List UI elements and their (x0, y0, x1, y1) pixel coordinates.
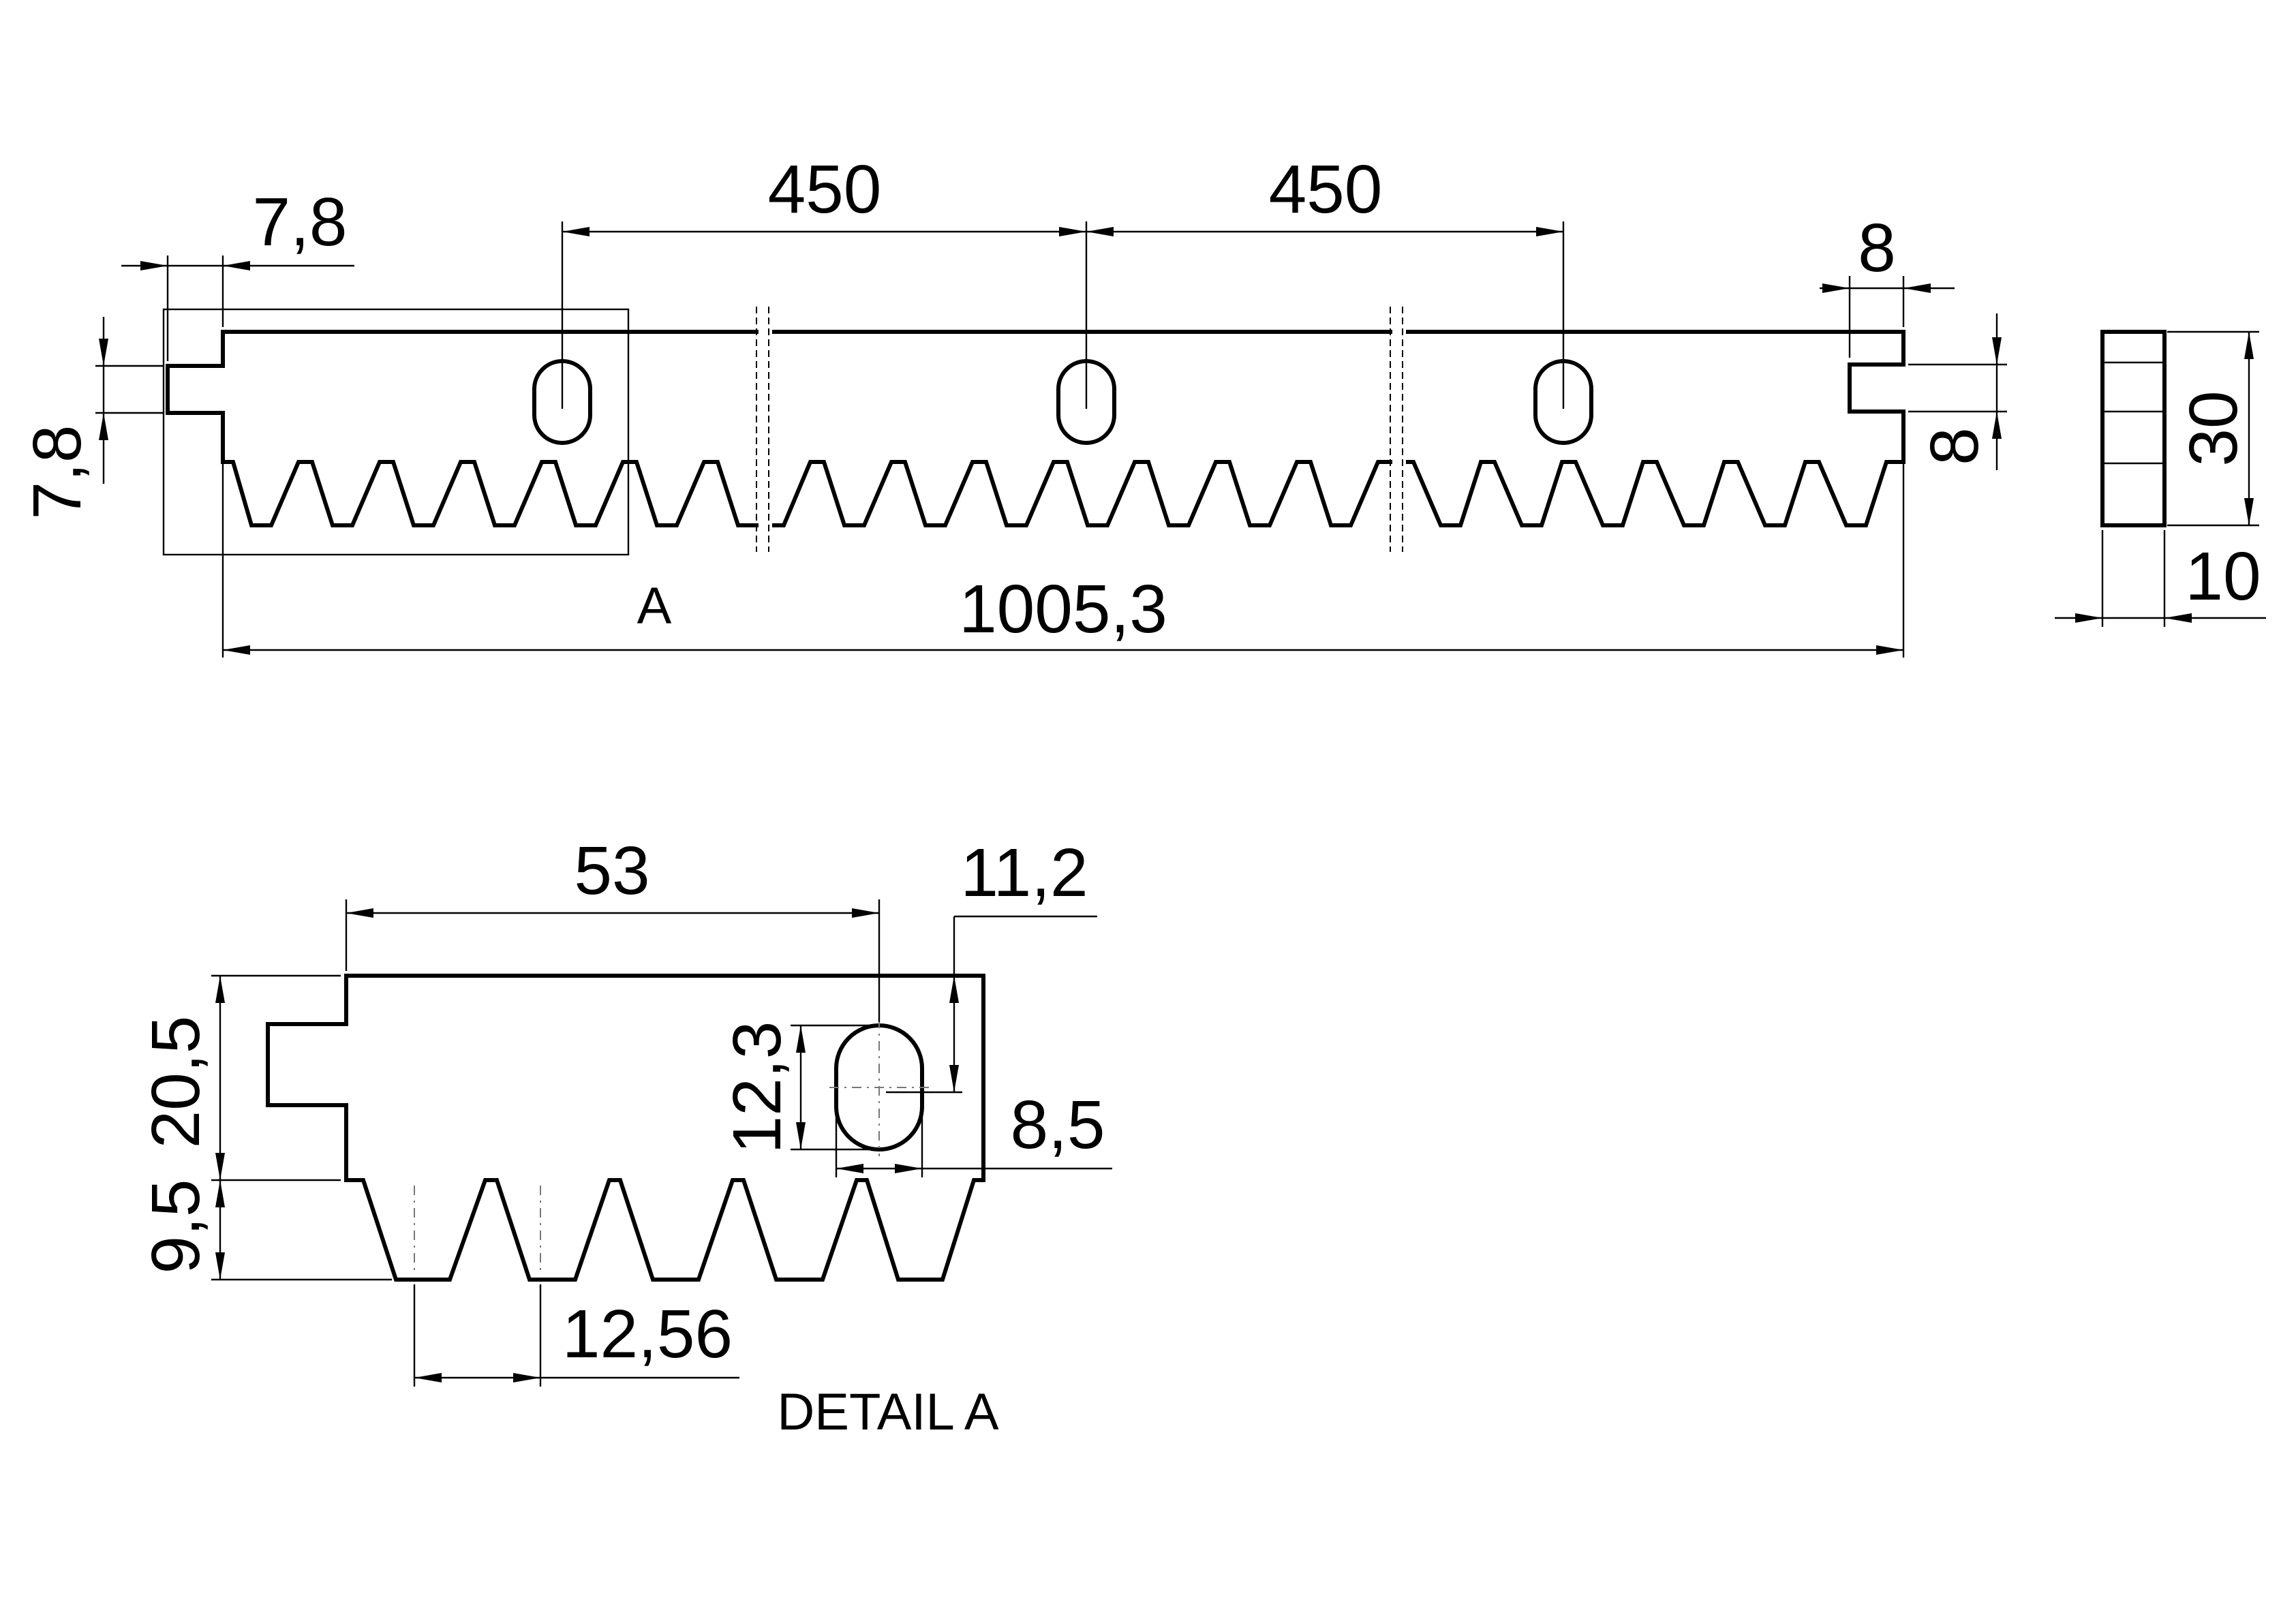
break-line-2 (1390, 307, 1403, 552)
dim-right-notch: 8 (1858, 210, 1896, 286)
dimension-side-height: 30 (2167, 330, 2259, 527)
detail-a-marker: A (637, 577, 672, 635)
dim-body-height: 20,5 (138, 1016, 214, 1149)
dimension-tooth-height: 9,5 (138, 1179, 392, 1281)
detail-view: 53 11,2 20,5 9,5 (138, 833, 1112, 1441)
side-view: 30 10 (2055, 330, 2266, 627)
rack-outline-segment-3 (1406, 330, 1905, 527)
dimension-right-notch-height: 8 (1908, 313, 2007, 470)
dimension-slot-length: 12,3 (719, 1021, 876, 1154)
dimension-hole-pitch: 450 450 (561, 151, 1565, 409)
main-view: A 450 450 7,8 (19, 151, 2007, 658)
dimension-tooth-pitch: 12,56 (413, 1284, 739, 1387)
dim-side-height: 30 (2175, 390, 2252, 466)
dimension-hole-top-offset: 11,2 (886, 835, 1097, 1094)
dimension-left-offset: 7,8 (121, 184, 354, 361)
dim-tooth-pitch: 12,56 (562, 1296, 733, 1372)
dimension-slot-width: 8,5 (835, 1087, 1112, 1177)
rack-outline-segment-2 (772, 330, 1392, 527)
dim-left-offset: 7,8 (252, 184, 347, 260)
break-line-1 (756, 307, 769, 552)
rack-outline-segment-1 (166, 330, 759, 527)
dimension-left-notch-height: 7,8 (19, 317, 164, 520)
dimension-side-width: 10 (2055, 530, 2266, 627)
detail-outline (266, 974, 985, 1282)
dimension-hole-distance: 53 (345, 833, 881, 1022)
dim-slot-width: 8,5 (1010, 1087, 1105, 1163)
dim-hole-pitch-1: 450 (768, 151, 882, 228)
dimension-body-height: 20,5 (138, 974, 341, 1181)
detail-caption: DETAIL A (777, 1383, 999, 1441)
dim-left-notch-height: 7,8 (19, 424, 95, 519)
dim-side-width: 10 (2185, 538, 2261, 615)
dimension-overall-length: 1005,3 (221, 463, 1905, 658)
side-profile (2100, 330, 2167, 527)
dim-right-notch-height: 8 (1916, 427, 1993, 465)
dim-tooth-height: 9,5 (138, 1179, 214, 1273)
dim-hole-pitch-2: 450 (1269, 151, 1383, 228)
detail-a-frame (162, 308, 630, 556)
dim-slot-length: 12,3 (719, 1021, 795, 1154)
dim-overall-length: 1005,3 (959, 571, 1167, 647)
dim-hole-top-offset: 11,2 (960, 835, 1088, 911)
dim-hole-distance: 53 (574, 833, 649, 909)
dimension-right-notch: 8 (1820, 210, 1955, 358)
